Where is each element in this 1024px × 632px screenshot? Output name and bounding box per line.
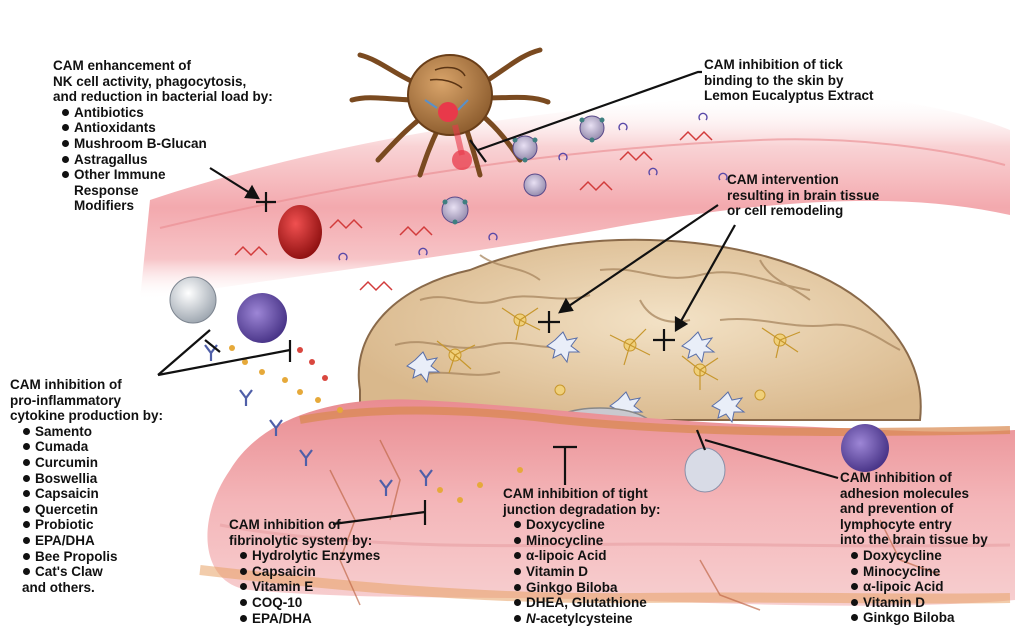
list-item: Vitamin E	[239, 579, 380, 595]
list-item: Mushroom B-Glucan	[61, 136, 273, 152]
label-heading-line: Lemon Eucalyptus Extract	[704, 88, 874, 104]
label-tight-junction-inhibition: CAM inhibition of tight junction degrada…	[503, 486, 661, 626]
list-item: Cumada	[22, 439, 163, 455]
list-item: Doxycycline	[850, 548, 988, 564]
label-heading-line: and prevention of	[840, 501, 988, 517]
list-item: N-acetylcysteine	[513, 611, 661, 627]
label-heading-line: junction degradation by:	[503, 502, 661, 518]
label-heading-line: into the brain tissue by	[840, 532, 988, 548]
list-item: Hydrolytic Enzymes	[239, 548, 380, 564]
label-heading-line: CAM inhibition of tick	[704, 57, 874, 73]
list-item: EPA/DHA	[22, 533, 163, 549]
list-item: EPA/DHA	[239, 611, 380, 627]
list-item: α-lipoic Acid	[513, 548, 661, 564]
list-item: COQ-10	[239, 595, 380, 611]
label-heading-line: CAM intervention	[727, 172, 879, 188]
label-heading-line: CAM enhancement of	[53, 58, 273, 74]
label-heading-line: CAM inhibition of tight	[503, 486, 661, 502]
list-item: Capsaicin	[22, 486, 163, 502]
label-cytokine-inhibition: CAM inhibition of pro-inflammatory cytok…	[10, 377, 163, 595]
list-item: Curcumin	[22, 455, 163, 471]
label-heading-line: lymphocyte entry	[840, 517, 988, 533]
list-item-continuation: Response	[61, 183, 273, 199]
label-adhesion-inhibition: CAM inhibition of adhesion molecules and…	[840, 470, 988, 626]
list-item: Probiotic	[22, 517, 163, 533]
list-item: Astragallus	[61, 152, 273, 168]
list-item: Quercetin	[22, 502, 163, 518]
list-item: Vitamin D	[513, 564, 661, 580]
label-heading-line: CAM inhibition of	[229, 517, 380, 533]
list-item: Vitamin D	[850, 595, 988, 611]
label-heading-line: fibrinolytic system by:	[229, 533, 380, 549]
list-item: Cat's Claw	[22, 564, 163, 580]
label-heading-line: cytokine production by:	[10, 408, 163, 424]
list-item: DHEA, Glutathione	[513, 595, 661, 611]
list-item-continuation: Modifiers	[61, 198, 273, 214]
label-heading-line: resulting in brain tissue	[727, 188, 879, 204]
list-item: Minocycline	[513, 533, 661, 549]
label-tick-inhibition: CAM inhibition of tick binding to the sk…	[704, 57, 874, 104]
list-item: Antibiotics	[61, 105, 273, 121]
label-heading-line: CAM inhibition of	[840, 470, 988, 486]
list-item: Boswellia	[22, 471, 163, 487]
label-heading-line: pro-inflammatory	[10, 393, 163, 409]
label-nk-cell-enhancement: CAM enhancement of NK cell activity, pha…	[53, 58, 273, 214]
label-heading-line: CAM inhibition of	[10, 377, 163, 393]
label-heading-line: or cell remodeling	[727, 203, 879, 219]
label-fibrinolytic-inhibition: CAM inhibition of fibrinolytic system by…	[229, 517, 380, 626]
list-tail: and others.	[22, 580, 163, 596]
label-heading-line: and reduction in bacterial load by:	[53, 89, 273, 105]
list-item: Other Immune	[61, 167, 273, 183]
list-item: Antioxidants	[61, 120, 273, 136]
label-heading-line: NK cell activity, phagocytosis,	[53, 74, 273, 90]
italic-prefix: N	[526, 611, 536, 626]
label-heading-line: binding to the skin by	[704, 73, 874, 89]
list-item: Ginkgo Biloba	[850, 610, 988, 626]
list-item: Doxycycline	[513, 517, 661, 533]
item-rest: -acetylcysteine	[536, 611, 633, 626]
list-item: α-lipoic Acid	[850, 579, 988, 595]
label-heading-line: adhesion molecules	[840, 486, 988, 502]
list-item: Samento	[22, 424, 163, 440]
label-brain-remodeling: CAM intervention resulting in brain tiss…	[727, 172, 879, 219]
list-item: Minocycline	[850, 564, 988, 580]
list-item: Bee Propolis	[22, 549, 163, 565]
list-item: Ginkgo Biloba	[513, 580, 661, 596]
list-item: Capsaicin	[239, 564, 380, 580]
